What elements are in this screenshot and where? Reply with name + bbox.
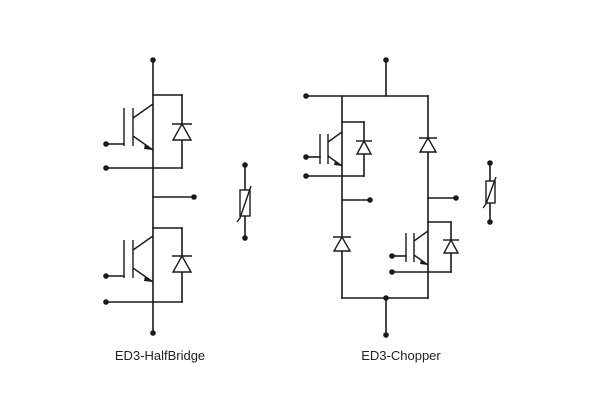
chopper-ntc-terminal-1[interactable] <box>487 160 493 166</box>
chopper-right-upper-diode-icon <box>418 136 438 153</box>
chopper-thermistor-icon <box>482 162 497 223</box>
chopper-ntc-terminal-2[interactable] <box>487 219 493 225</box>
halfbridge-plus-terminal[interactable] <box>150 57 156 63</box>
chopper-left-lower-diode-icon <box>332 235 352 252</box>
chopper-plus-terminal-top[interactable] <box>383 57 389 63</box>
lower-igbt-icon <box>123 235 154 283</box>
phase-output-terminal[interactable] <box>191 194 197 200</box>
chopper-circuit <box>303 57 497 338</box>
chopper-plus-terminal-left[interactable] <box>303 93 309 99</box>
upper-igbt-icon <box>123 103 154 151</box>
chopper-right-output-terminal[interactable] <box>453 195 459 201</box>
chopper-minus-terminal[interactable] <box>383 332 389 338</box>
chopper-right-aux-emitter-terminal[interactable] <box>389 269 395 275</box>
upper-aux-emitter-terminal[interactable] <box>103 165 109 171</box>
halfbridge-ntc-terminal-1[interactable] <box>242 162 248 168</box>
halfbridge-caption: ED3-HalfBridge <box>114 348 206 363</box>
halfbridge-circuit <box>103 57 252 336</box>
lower-gate-terminal[interactable] <box>103 273 109 279</box>
chopper-left-aux-emitter-terminal[interactable] <box>303 173 309 179</box>
chopper-right-igbt-icon <box>405 230 429 266</box>
chopper-right-antiparallel-diode-icon <box>442 238 460 254</box>
halfbridge-ntc-terminal-2[interactable] <box>242 235 248 241</box>
halfbridge-minus-terminal[interactable] <box>150 330 156 336</box>
lower-diode-icon <box>171 254 193 273</box>
lower-aux-emitter-terminal[interactable] <box>103 299 109 305</box>
chopper-left-igbt-icon <box>319 131 343 167</box>
chopper-left-gate-terminal[interactable] <box>303 154 309 160</box>
chopper-bottom-node <box>383 295 389 301</box>
chopper-caption: ED3-Chopper <box>361 348 441 363</box>
chopper-right-gate-terminal[interactable] <box>389 253 395 259</box>
chopper-left-output-terminal[interactable] <box>367 197 373 203</box>
halfbridge-thermistor-icon <box>236 164 252 239</box>
upper-diode-icon <box>171 122 193 141</box>
upper-gate-terminal[interactable] <box>103 141 109 147</box>
chopper-left-antiparallel-diode-icon <box>355 139 373 155</box>
